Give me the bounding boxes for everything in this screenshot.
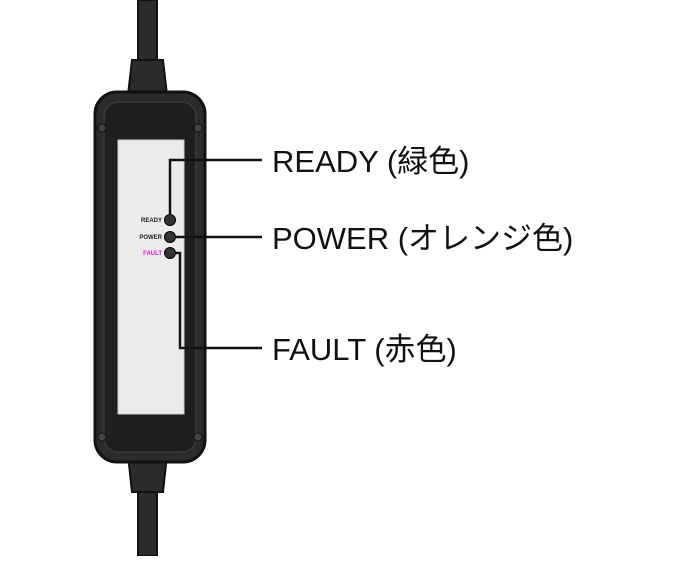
fault-led (164, 247, 176, 259)
fault-led-label: FAULT (143, 251, 162, 257)
status-panel (117, 139, 185, 415)
screw-top-right (193, 123, 203, 133)
screw-bottom-right (193, 432, 203, 442)
fault-callout: FAULT (赤色) (272, 332, 457, 367)
screw-bottom-left (97, 432, 107, 442)
power-callout: POWER (オレンジ色) (272, 221, 574, 256)
strain-relief-top (126, 59, 169, 96)
power-led (164, 231, 176, 243)
ready-callout: READY (緑色) (272, 144, 470, 179)
ready-led-label: READY (141, 218, 162, 224)
ready-led (164, 214, 176, 226)
fault-leader-line (176, 251, 262, 350)
power-led-label: POWER (139, 235, 162, 241)
ready-leader-line (168, 158, 262, 214)
screw-top-left (97, 123, 107, 133)
